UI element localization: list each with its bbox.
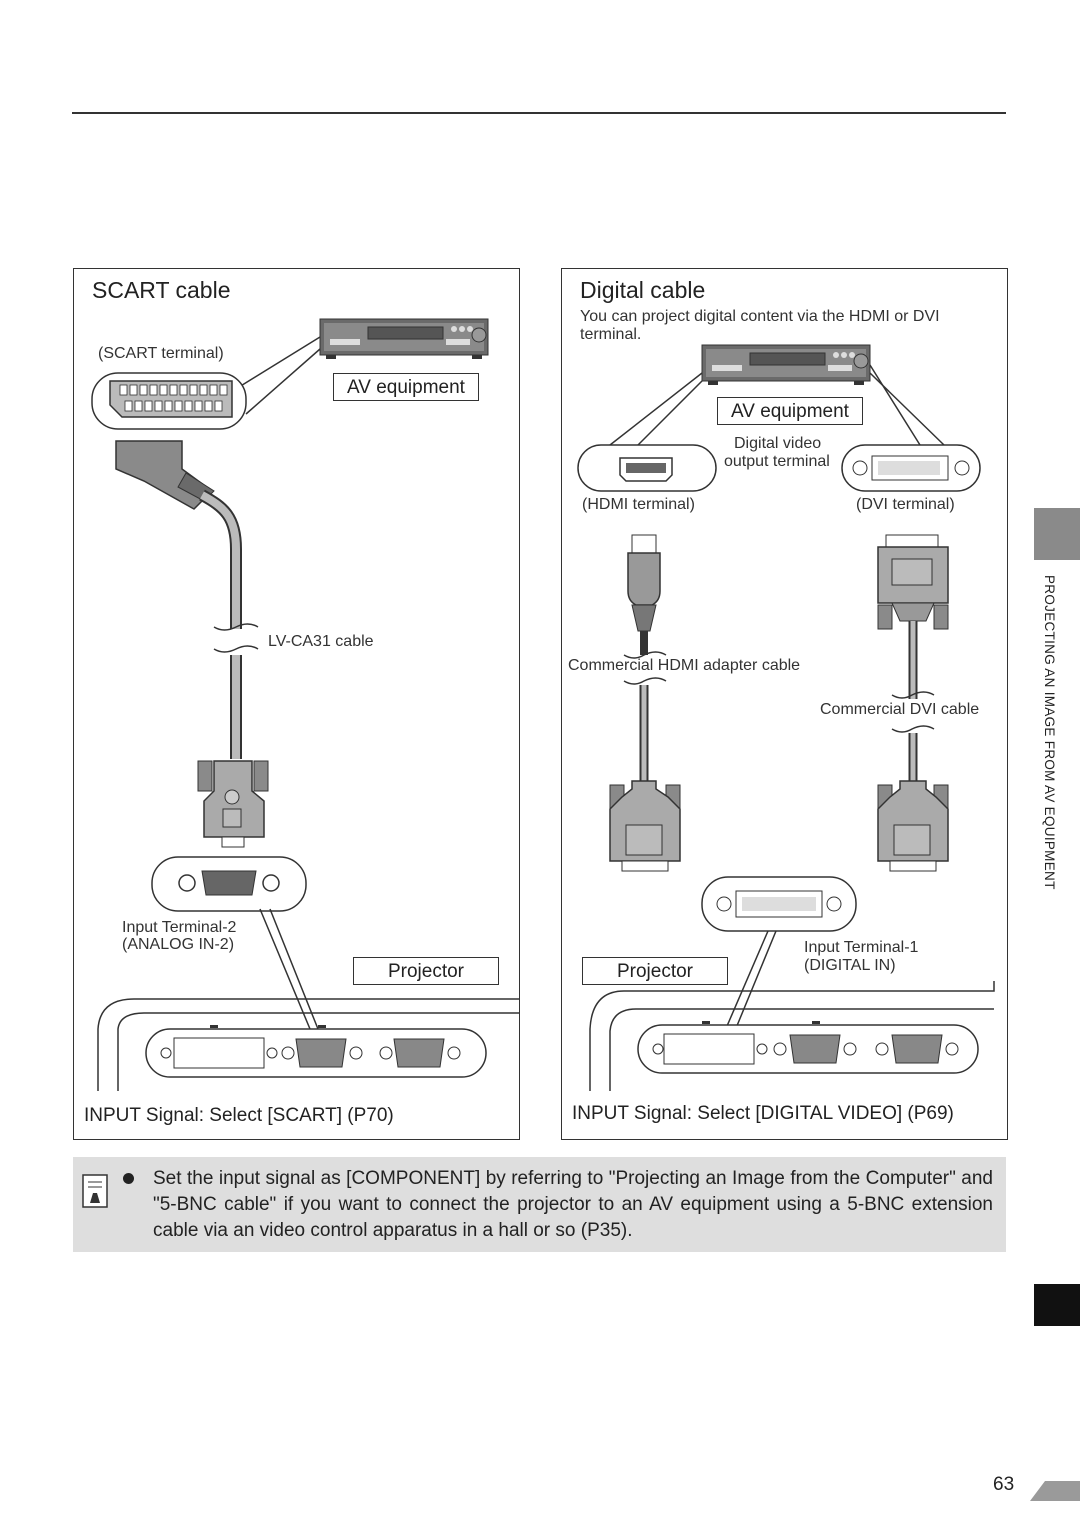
dvi-cable-label: Commercial DVI cable <box>820 701 980 718</box>
input-terminal-sublabel: (ANALOG IN-2) <box>122 936 235 953</box>
top-rule <box>72 112 1006 114</box>
intro-text-cont: terminal. <box>580 326 642 343</box>
digital-video-sublabel: output terminal <box>724 453 830 470</box>
scart-plug-icon <box>115 440 215 510</box>
projector-label: Projector <box>353 957 499 985</box>
hdmi-cable-label: Commercial HDMI adapter cable <box>568 657 801 674</box>
av-equipment-icon <box>701 344 871 385</box>
digital-cable-panel: Digital cable You can project digital co… <box>561 268 1008 1140</box>
scart-connection-illustration <box>91 318 519 1091</box>
note-box: Set the input signal as [COMPONENT] by r… <box>73 1157 1006 1252</box>
section-tab-label: PROJECTING AN IMAGE FROM AV EQUIPMENT <box>1042 575 1057 890</box>
input-terminal-label: Input Terminal-2 <box>122 919 237 936</box>
scart-terminal-label: (SCART terminal) <box>98 345 224 362</box>
scart-cable-panel: SCART cable (SCART terminal) AV equipmen… <box>73 268 520 1140</box>
hdmi-terminal-label: (HDMI terminal) <box>582 496 695 513</box>
dvi-plug-right-icon <box>877 780 949 872</box>
page-number-tab <box>1030 1481 1080 1501</box>
panel-title: SCART cable <box>92 277 231 303</box>
vga-plug-icon <box>197 760 269 848</box>
section-tab-marker <box>1034 1284 1080 1326</box>
input-signal-caption: INPUT Signal: Select [DIGITAL VIDEO] (P6… <box>572 1103 954 1124</box>
projector-rear-icon <box>97 998 519 1091</box>
intro-text: You can project digital content via the … <box>580 308 940 325</box>
dvi-plug-left-icon <box>609 780 681 872</box>
dvi-plug-top-icon <box>877 534 949 699</box>
av-equipment-icon <box>319 318 489 359</box>
cable-label: LV-CA31 cable <box>268 633 374 650</box>
projector-label: Projector <box>582 957 728 985</box>
input-signal-caption: INPUT Signal: Select [SCART] (P70) <box>84 1105 394 1126</box>
input-terminal-2-icon <box>151 856 307 912</box>
memo-icon <box>82 1174 108 1208</box>
hdmi-terminal-icon <box>577 444 717 492</box>
projector-rear-icon <box>589 981 995 1091</box>
dvi-terminal-icon <box>841 444 981 492</box>
note-text: Set the input signal as [COMPONENT] by r… <box>153 1168 993 1241</box>
digital-video-label: Digital video <box>734 435 822 452</box>
input-terminal-label: Input Terminal-1 <box>804 939 919 956</box>
dvi-terminal-label: (DVI terminal) <box>856 496 955 513</box>
av-equipment-label: AV equipment <box>333 373 479 401</box>
hdmi-plug-icon <box>627 534 661 655</box>
input-terminal-1-icon <box>701 876 857 932</box>
section-tab <box>1034 508 1080 560</box>
av-equipment-label: AV equipment <box>717 397 863 425</box>
digital-connection-illustration <box>577 344 995 1091</box>
scart-terminal-icon <box>91 372 247 430</box>
page-number: 63 <box>993 1474 1015 1495</box>
input-terminal-sublabel: (DIGITAL IN) <box>804 957 896 974</box>
bullet <box>123 1173 134 1184</box>
panel-title: Digital cable <box>580 277 706 303</box>
